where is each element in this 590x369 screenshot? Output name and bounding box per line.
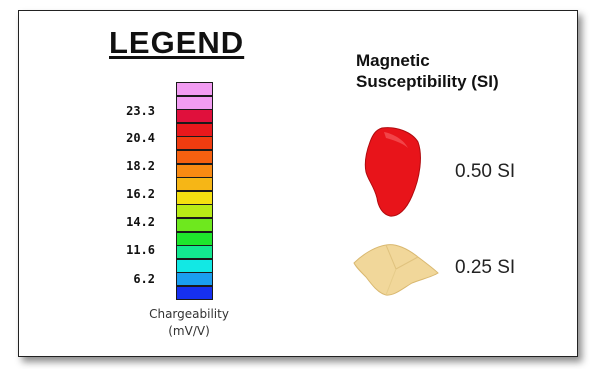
scale-swatch: [176, 204, 213, 219]
scale-swatch: [176, 231, 213, 246]
scale-swatch: [176, 286, 213, 300]
legend-panel: LEGEND 23.3 20.4 18.2 16.2 14.2 11.6 6.2 Charg…: [18, 10, 578, 357]
magnetic-susceptibility-title: Magnetic Susceptibility (SI): [356, 50, 499, 92]
high-susceptibility-body-shape: [364, 127, 421, 217]
scale-tick-label: 11.6: [126, 243, 155, 257]
body-label-0.50: 0.50 SI: [455, 161, 516, 182]
scale-swatch: [176, 190, 213, 205]
caption-line-2: (mV/V): [168, 324, 210, 338]
scale-tick-label: 18.2: [126, 159, 155, 173]
scale-swatch: [176, 245, 213, 260]
scale-tick-label: 20.4: [126, 131, 155, 145]
scale-swatch: [176, 109, 213, 124]
scale-tick-label: 14.2: [126, 215, 155, 229]
body-label-0.25: 0.25 SI: [455, 257, 516, 278]
mag-title-line-1: Magnetic: [356, 51, 430, 70]
scale-swatch: [176, 122, 213, 137]
scale-swatch: [176, 136, 213, 151]
scale-swatch: [176, 218, 213, 232]
legend-title: LEGEND: [109, 25, 245, 60]
scale-swatch: [176, 258, 213, 273]
scale-swatch: [176, 272, 213, 287]
scale-swatch: [176, 163, 213, 178]
caption-line-1: Chargeability: [149, 307, 229, 321]
scale-tick-label: 16.2: [126, 187, 155, 201]
scale-tick-label: 23.3: [126, 104, 155, 118]
mag-title-line-2: Susceptibility (SI): [356, 72, 499, 91]
scale-caption: Chargeability (mV/V): [119, 306, 259, 340]
low-susceptibility-body-shape: [353, 244, 439, 296]
scale-swatch: [176, 150, 213, 164]
scale-swatch: [176, 95, 213, 110]
scale-swatch: [176, 177, 213, 192]
scale-tick-label: 6.2: [133, 272, 155, 286]
scale-swatch: [176, 82, 213, 96]
